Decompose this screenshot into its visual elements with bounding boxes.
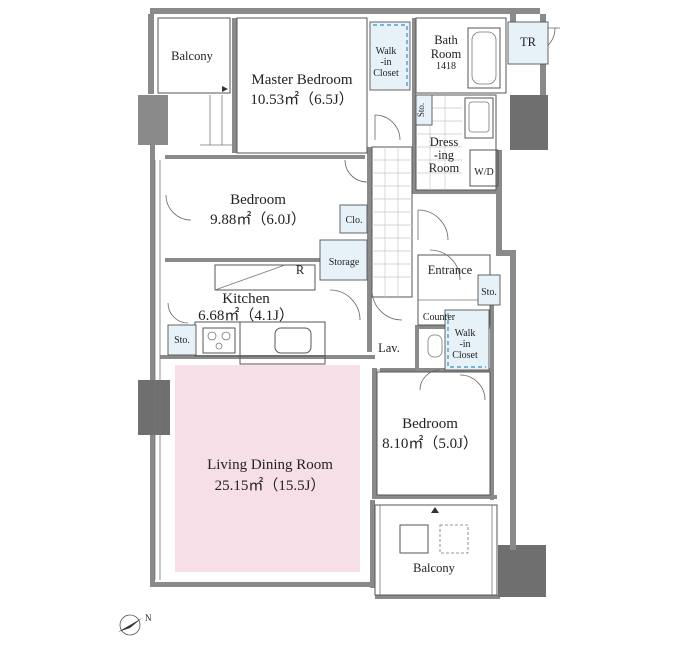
r-label: R (296, 263, 305, 277)
storage-label: Storage (329, 257, 360, 268)
living-dining-area: 25.15㎡（15.5J） (215, 477, 326, 494)
entrance-label: Entrance (428, 263, 473, 277)
clo-label: Clo. (346, 215, 363, 226)
wd-label: W/D (474, 167, 493, 178)
walk-in-closet-top-label-1: Walk (376, 46, 397, 57)
living-dining-label: Living Dining Room (207, 457, 333, 473)
sto-entrance-label: Sto. (481, 287, 497, 298)
balcony-bottom-label: Balcony (413, 561, 455, 575)
master-bedroom-area: 10.53㎡（6.5J） (250, 91, 353, 108)
bedroom-2-area: 8.10㎡（5.0J） (382, 435, 478, 452)
doors (165, 27, 560, 401)
stove-icon (202, 327, 236, 354)
sto-kitchen-label: Sto. (174, 335, 190, 346)
dressing-room-label-2: -ing (434, 148, 455, 162)
dressing-room-label-3: Room (429, 161, 460, 175)
room-labels: Balcony Master Bedroom 10.53㎡（6.5J） Walk… (171, 33, 536, 575)
window-arrow-icon (431, 507, 439, 513)
walk-in-closet-bottom-label-3: Closet (452, 350, 478, 361)
balcony-top-label: Balcony (171, 49, 213, 63)
walk-in-closet-top-label-2: -in (380, 57, 391, 68)
living-dining-highlight (175, 365, 360, 572)
kitchen-area: 6.68㎡（4.1J） (198, 307, 294, 324)
sto-bath-label: Sto. (416, 103, 426, 117)
walk-in-closet-top-label-3: Closet (373, 68, 399, 79)
kitchen-label: Kitchen (222, 291, 270, 307)
bedroom-2-label: Bedroom (402, 416, 458, 432)
walk-in-closet-bottom-label-2: -in (459, 339, 470, 350)
walls (138, 8, 548, 599)
sink-icon (274, 327, 312, 354)
master-bedroom-label: Master Bedroom (251, 72, 353, 88)
bath-room-label-3: 1418 (436, 61, 456, 72)
compass-label: N (145, 613, 152, 623)
north-arrow-icon: N (118, 613, 152, 636)
bedroom-1-area: 9.88㎡（6.0J） (210, 211, 306, 228)
lav-label: Lav. (378, 341, 400, 355)
counter-label: Counter (423, 312, 456, 323)
bath-room-label-1: Bath (434, 33, 458, 47)
tr-label: TR (520, 35, 537, 49)
walk-in-closet-bottom-label-1: Walk (455, 328, 476, 339)
bath-room-label-2: Room (431, 47, 462, 61)
bedroom-1-label: Bedroom (230, 192, 286, 208)
window-arrow-icon-top (222, 86, 228, 92)
closets (167, 21, 549, 371)
dressing-room-label-1: Dress (430, 135, 459, 149)
interior-lines (154, 17, 507, 596)
